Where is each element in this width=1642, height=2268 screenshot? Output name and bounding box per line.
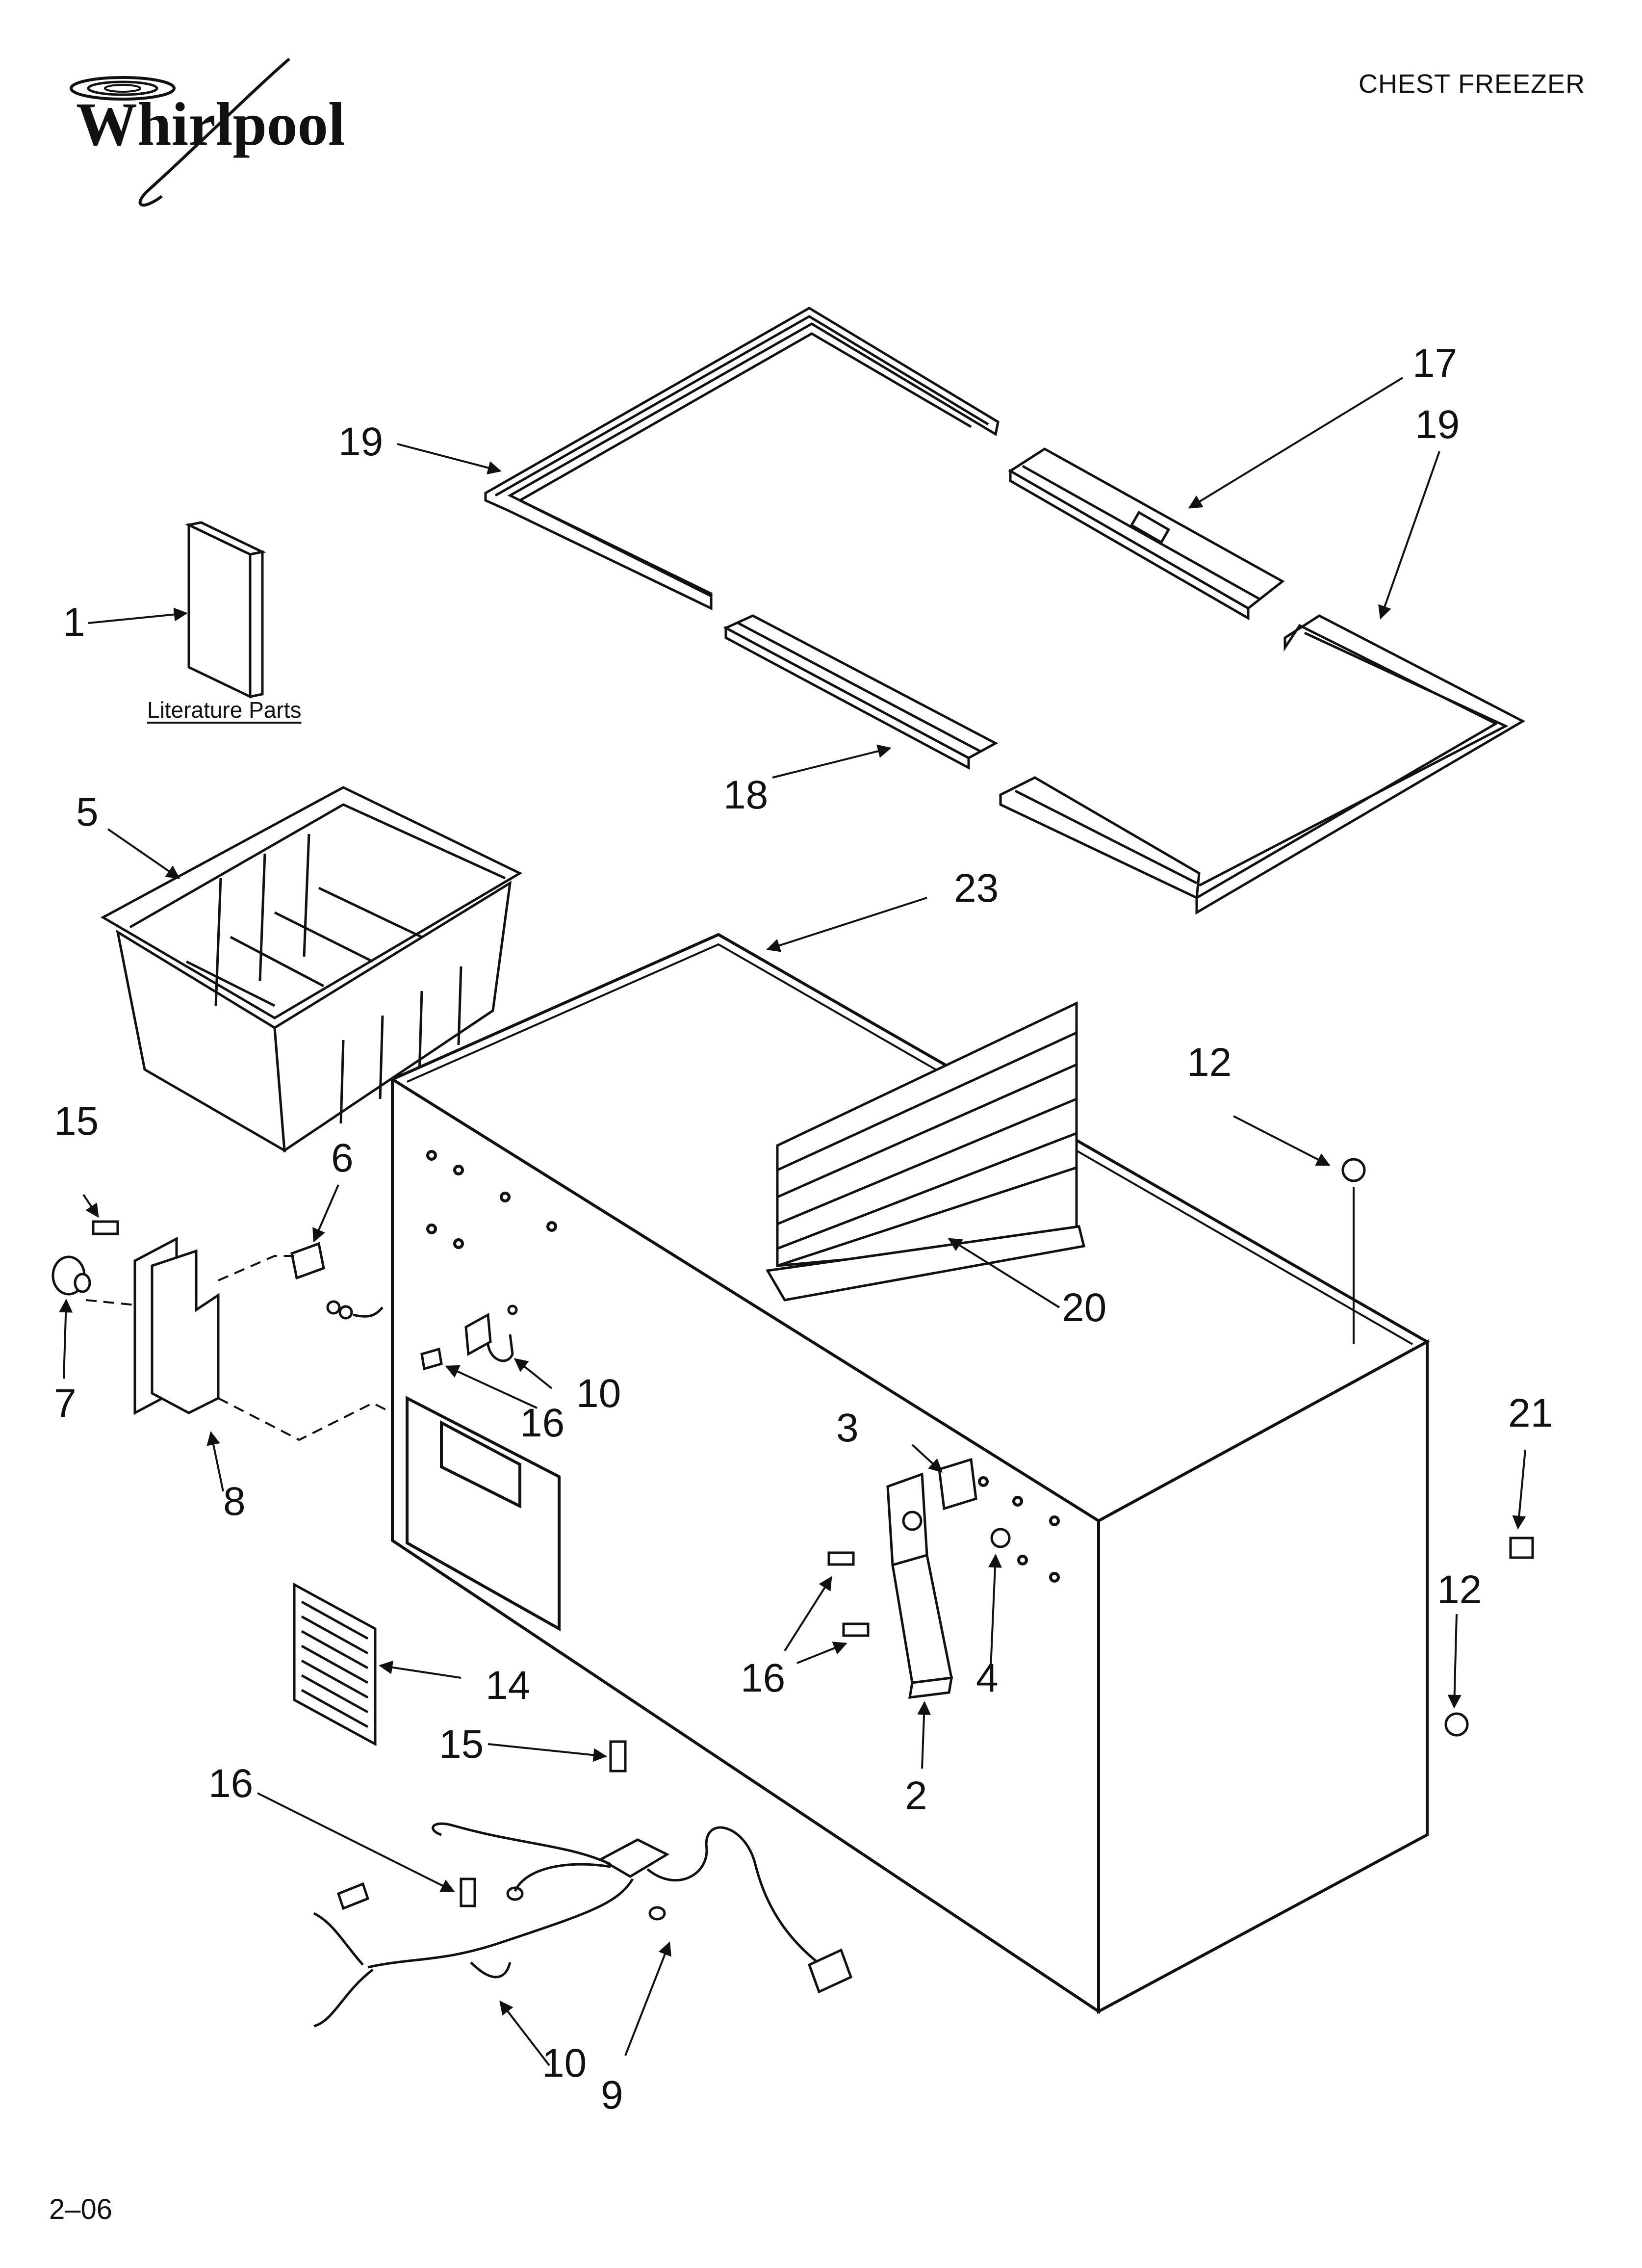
callout-12-upper: 12 <box>1187 1040 1232 1085</box>
callout-21: 21 <box>1508 1391 1553 1435</box>
freezer-cabinet <box>389 933 1431 2014</box>
callout-17: 17 <box>1412 341 1458 386</box>
control-housing <box>51 1236 220 1415</box>
callout-16-right: 16 <box>741 1656 786 1700</box>
callout-19-left: 19 <box>338 419 384 464</box>
callout-10-upper: 10 <box>576 1371 621 1416</box>
lid-frame-right <box>999 614 1526 915</box>
callout-10-lower: 10 <box>542 2041 587 2086</box>
callout-1: 1 <box>63 600 85 645</box>
wire-routing-lines <box>85 1255 393 1441</box>
lid-front-strip <box>723 614 999 770</box>
divider-panel <box>765 1001 1086 1302</box>
diagram-title: CHEST FREEZER <box>1359 69 1586 99</box>
callout-6: 6 <box>331 1136 354 1180</box>
wire-harness <box>313 1822 853 2028</box>
callout-12-lower: 12 <box>1437 1567 1482 1612</box>
literature-booklet <box>185 521 266 699</box>
hinge-assembly <box>886 1458 977 1699</box>
screws <box>92 1158 1534 1907</box>
literature-parts-label: Literature Parts <box>147 697 302 723</box>
callout-3: 3 <box>836 1406 859 1450</box>
whirlpool-logo: Whirlpool <box>70 57 345 207</box>
callout-2: 2 <box>905 1773 927 1818</box>
lid-center-strip <box>1008 447 1285 621</box>
callout-8: 8 <box>223 1479 246 1524</box>
callout-14: 14 <box>486 1663 531 1708</box>
callout-9: 9 <box>601 2073 623 2117</box>
callout-5: 5 <box>76 790 99 834</box>
callout-19-right: 19 <box>1415 402 1460 447</box>
callout-16-lower: 16 <box>208 1761 254 1806</box>
callout-leaders <box>59 377 1526 2066</box>
vent-grille <box>293 1582 377 1747</box>
callout-4: 4 <box>976 1656 999 1700</box>
storage-basket <box>100 786 523 1153</box>
relay-component <box>290 1242 384 1320</box>
callout-15-upper: 15 <box>54 1099 99 1144</box>
callout-18: 18 <box>723 773 769 817</box>
callout-7: 7 <box>54 1381 77 1426</box>
callout-23: 23 <box>954 866 999 911</box>
callout-16-upper: 16 <box>520 1401 565 1445</box>
callout-20: 20 <box>1062 1285 1107 1330</box>
callout-15-lower: 15 <box>439 1722 484 1767</box>
svg-text:Whirlpool: Whirlpool <box>76 91 345 158</box>
cable-clamp-upper <box>420 1304 518 1371</box>
lid-frame-left <box>484 307 1000 610</box>
page-code: 2–06 <box>49 2193 113 2225</box>
